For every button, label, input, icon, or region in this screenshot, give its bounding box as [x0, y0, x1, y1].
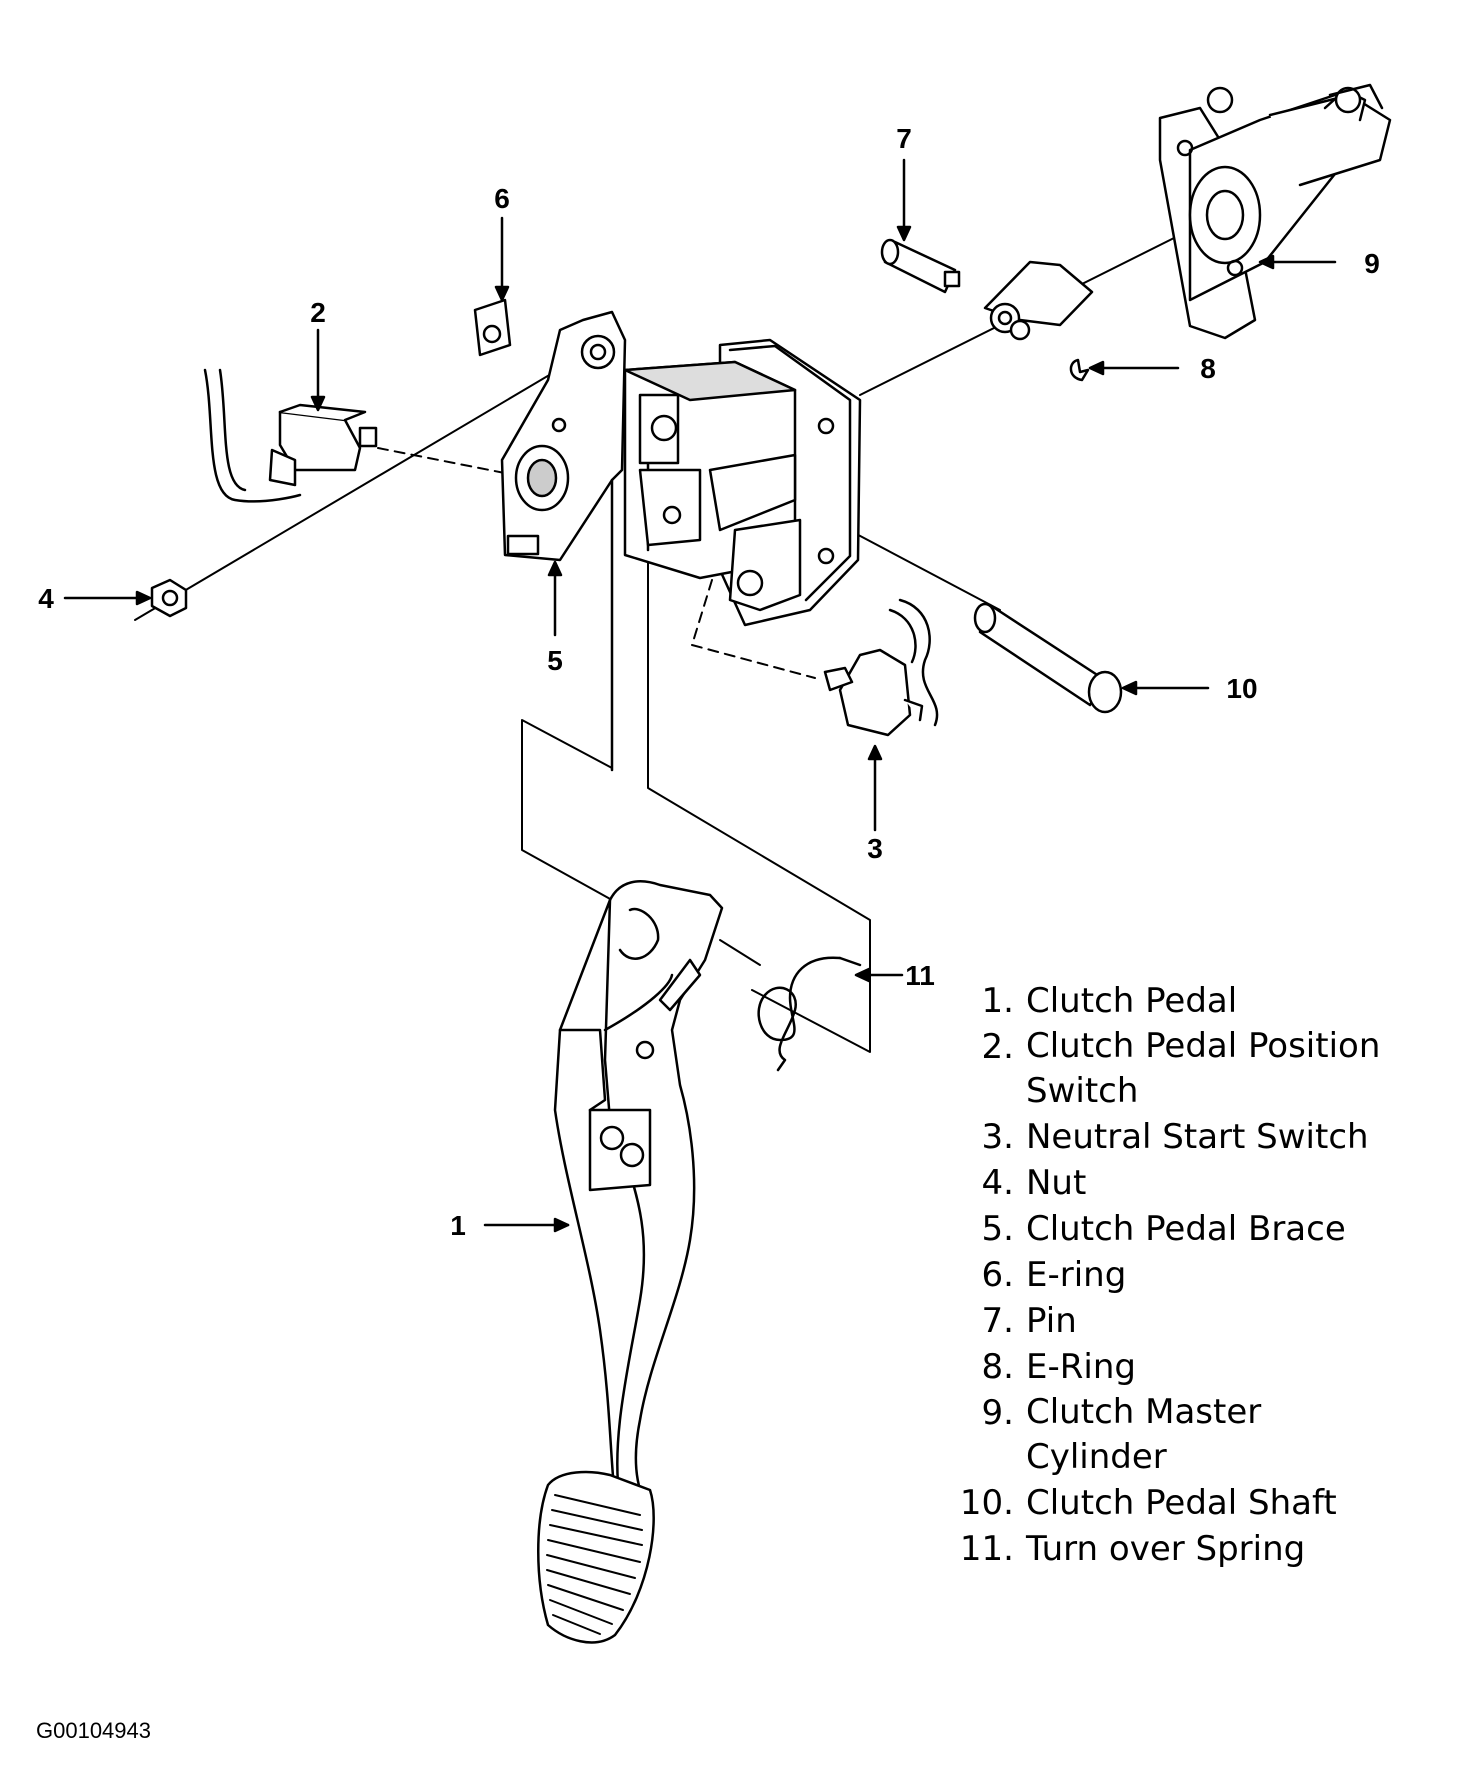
legend-number: 8. [981, 1347, 1014, 1387]
legend-item: 10. Clutch Pedal Shaft [950, 1480, 1430, 1526]
callout-6: 6 [494, 183, 510, 214]
e-ring-8 [1069, 358, 1090, 382]
callout-4: 4 [38, 583, 54, 614]
pushrod-clevis [983, 260, 1094, 341]
turn-over-spring [757, 956, 862, 1072]
callout-1: 1 [450, 1210, 466, 1241]
legend-text: Clutch Pedal [1026, 981, 1238, 1021]
legend-item: 5. Clutch Pedal Brace [950, 1206, 1430, 1252]
clutch-pedal-brace [500, 310, 702, 772]
parts-legend: 1. Clutch Pedal 2. Clutch Pedal Position… [950, 978, 1430, 1572]
callout-9: 9 [1364, 248, 1380, 279]
clutch-pedal-shaft [973, 602, 1123, 714]
figure-id: G00104943 [36, 1718, 151, 1743]
legend-text: Turn over Spring [1026, 1529, 1306, 1569]
legend-number: 3. [981, 1117, 1014, 1157]
callout-10: 10 [1226, 673, 1257, 704]
legend-number: 2. [981, 1027, 1014, 1067]
legend-text: Clutch Pedal Shaft [1026, 1483, 1337, 1523]
nut [150, 578, 188, 618]
legend-item: 11. Turn over Spring [950, 1526, 1430, 1572]
clutch-pedal-position-switch [203, 368, 378, 503]
legend-text: Clutch Master Cylinder [1026, 1392, 1262, 1477]
e-ring-6 [473, 298, 512, 357]
callout-labels: 1 2 3 4 5 6 7 8 9 10 11 [38, 123, 1380, 1241]
legend-number: 11. [959, 1529, 1014, 1569]
clutch-pedal [537, 880, 724, 1644]
neutral-start-switch [823, 598, 939, 737]
legend-text: Clutch Pedal Brace [1026, 1209, 1346, 1249]
legend-item: 9. Clutch Master Cylinder [950, 1390, 1430, 1480]
legend-text: Clutch Pedal Position Switch [1026, 1026, 1381, 1111]
legend-item: 1. Clutch Pedal [950, 978, 1430, 1024]
pedal-bracket [623, 338, 862, 627]
legend-text: E-Ring [1026, 1347, 1136, 1387]
callout-arrows [63, 158, 1337, 1233]
pin [880, 238, 961, 294]
legend-item: 4. Nut [950, 1160, 1430, 1206]
legend-item: 6. E-ring [950, 1252, 1430, 1298]
clutch-master-cylinder [1158, 83, 1392, 340]
callout-8: 8 [1200, 353, 1216, 384]
callout-11: 11 [905, 960, 935, 991]
legend-text: Neutral Start Switch [1026, 1117, 1369, 1157]
legend-item: 3. Neutral Start Switch [950, 1114, 1430, 1160]
legend-number: 5. [981, 1209, 1014, 1249]
legend-item: 2. Clutch Pedal Position Switch [950, 1024, 1430, 1114]
legend-item: 8. E-Ring [950, 1344, 1430, 1390]
legend-number: 6. [981, 1255, 1014, 1295]
legend-number: 1. [981, 981, 1014, 1021]
legend-text: Pin [1026, 1301, 1077, 1341]
callout-3: 3 [867, 833, 883, 864]
legend-number: 9. [981, 1393, 1014, 1433]
legend-number: 4. [981, 1163, 1014, 1203]
callout-7: 7 [896, 123, 912, 154]
legend-number: 10. [959, 1483, 1014, 1523]
legend-text: Nut [1026, 1163, 1087, 1203]
callout-2: 2 [310, 297, 326, 328]
callout-5: 5 [547, 645, 563, 676]
legend-text: E-ring [1026, 1255, 1127, 1295]
legend-number: 7. [981, 1301, 1014, 1341]
legend-item: 7. Pin [950, 1298, 1430, 1344]
